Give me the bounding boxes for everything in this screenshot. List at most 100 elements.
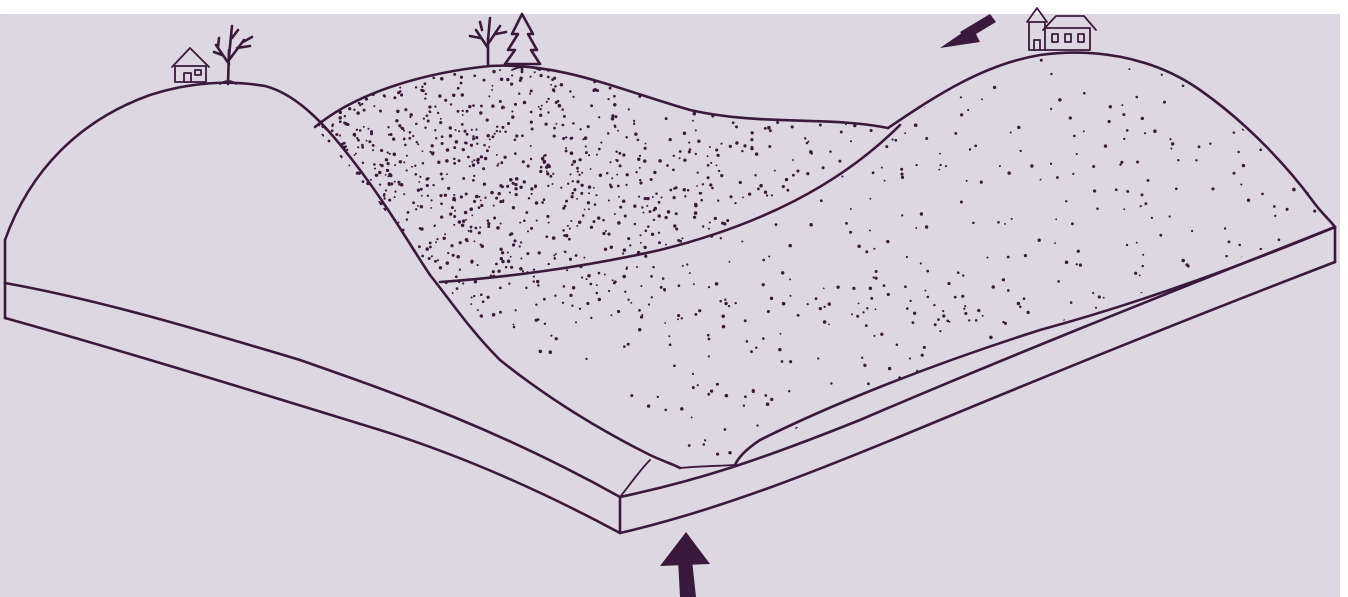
stipple-dot [875,270,878,273]
stipple-dot [387,151,389,153]
stipple-dot [475,128,477,130]
stipple-dot [766,194,768,196]
stipple-dot [491,104,494,107]
stipple-dot [863,364,866,367]
stipple-dot [687,189,690,192]
stipple-dot [640,315,643,318]
scan-border-top [0,0,1348,14]
stipple-dot [582,214,585,217]
stipple-dot [708,228,710,230]
stipple-dot [1232,172,1235,175]
stipple-dot [639,167,641,169]
stipple-dot [378,201,380,203]
stipple-dot [373,105,375,107]
stipple-dot [598,272,601,275]
stipple-dot [510,256,512,258]
stipple-dot [563,115,566,118]
stipple-dot [428,110,430,112]
stipple-dot [841,175,843,177]
stipple-dot [354,154,356,156]
stipple-dot [651,296,653,298]
stipple-dot [560,83,564,87]
stipple-dot [650,178,653,181]
stipple-dot [533,276,535,278]
stipple-dot [677,318,679,320]
stipple-dot [1141,117,1144,120]
stipple-dot [549,175,552,178]
stipple-dot [838,160,841,163]
stipple-dot [513,324,515,326]
stipple-dot [457,87,460,90]
stipple-dot [503,107,505,109]
stipple-dot [335,133,338,136]
stipple-dot [580,128,582,130]
stipple-dot [1224,227,1226,229]
stipple-dot [499,130,501,132]
stipple-dot [999,165,1001,167]
stipple-dot [590,317,592,319]
stipple-dot [550,84,552,86]
stipple-dot [353,133,357,137]
stipple-dot [609,161,611,163]
stipple-dot [472,179,475,182]
stipple-dot [602,219,605,222]
stipple-dot [623,345,626,348]
stipple-dot [688,150,691,153]
stipple-dot [963,308,965,310]
stipple-dot [764,191,767,194]
stipple-dot [1237,151,1239,153]
stipple-dot [788,390,790,392]
stipple-dot [358,102,361,105]
stipple-dot [702,225,704,227]
stipple-dot [489,138,491,140]
stipple-dot [1109,105,1112,108]
stipple-dot [440,215,443,218]
stipple-dot [622,199,625,202]
stipple-dot [362,180,365,183]
stipple-dot [483,144,486,147]
stipple-dot [872,171,875,174]
stipple-dot [1225,255,1228,258]
stipple-dot [1136,160,1139,163]
stipple-dot [459,269,461,271]
stipple-dot [1140,205,1142,207]
stipple-dot [418,245,421,248]
stipple-dot [1024,254,1027,257]
stipple-dot [344,122,348,126]
stipple-dot [662,277,665,280]
stipple-dot [460,76,463,79]
stipple-dot [598,148,601,151]
stipple-dot [719,300,722,303]
stipple-dot [470,226,473,229]
stipple-dot [587,201,590,204]
stipple-dot [613,103,617,107]
stipple-dot [623,248,627,252]
stipple-dot [616,174,618,176]
stipple-dot [851,313,853,315]
stipple-dot [1002,278,1005,281]
stipple-dot [572,180,574,182]
stipple-dot [406,169,408,171]
stipple-dot [887,293,890,296]
stipple-dot [961,295,964,298]
stipple-dot [515,193,518,196]
stipple-dot [531,128,534,131]
stipple-dot [962,274,964,276]
stipple-dot [609,184,612,187]
stipple-dot [728,305,730,307]
stipple-dot [569,294,572,297]
stipple-dot [614,280,617,283]
stipple-dot [752,389,755,392]
stipple-dot [934,323,937,326]
stipple-dot [666,164,669,167]
stipple-dot [527,230,529,232]
stipple-dot [431,255,433,257]
stipple-dot [926,270,929,273]
stipple-dot [507,122,510,125]
stipple-dot [415,123,418,126]
stipple-dot [588,185,591,188]
stipple-dot [977,309,980,312]
stipple-dot [455,129,457,131]
stipple-dot [845,222,848,225]
stipple-dot [473,200,476,203]
